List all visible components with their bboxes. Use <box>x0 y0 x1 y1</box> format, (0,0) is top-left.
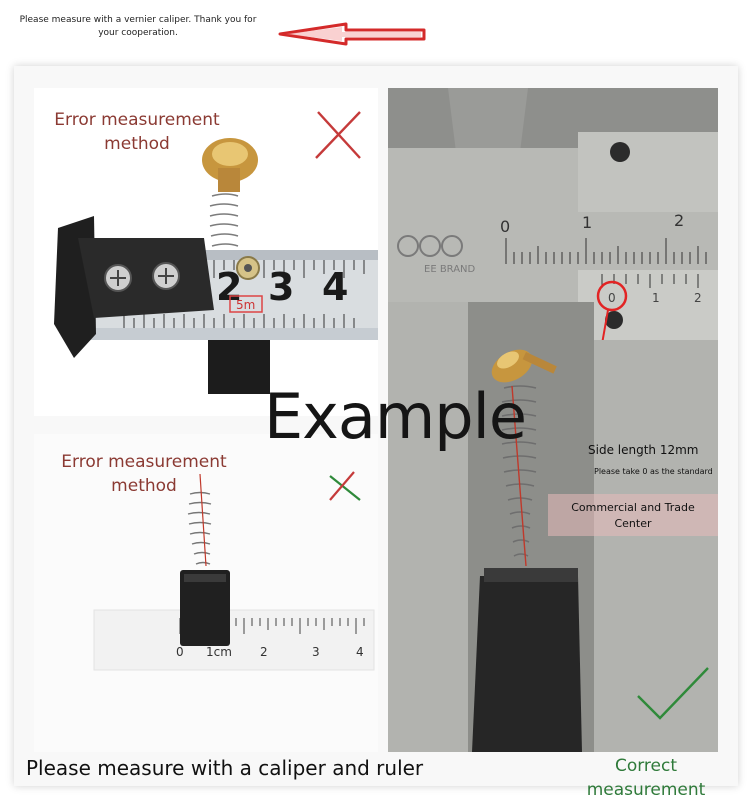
top-note-line1: Please measure with a vernier caliper. T… <box>19 15 257 25</box>
example-title: Example <box>264 380 527 453</box>
caliper-scale-label: 0 <box>500 217 510 236</box>
green-red-x-icon <box>329 471 361 501</box>
bottom-caption: Please measure with a caliper and ruler <box>26 756 424 780</box>
side-length-text: Side length 12mm <box>588 443 699 457</box>
caliper-scale-label: 1 <box>582 213 592 232</box>
ruler-label: 2 <box>260 645 268 659</box>
correct-method-label-line1: Correct measurement <box>586 756 706 800</box>
tape-digit: 3 <box>268 265 294 309</box>
caliper-panel: 0 1 2 EE BRAND 0 1 2 <box>388 88 718 752</box>
red-circle-icon <box>596 280 628 312</box>
top-note: Please measure with a vernier caliper. T… <box>18 14 258 40</box>
ruler-error-label-line2: method <box>111 476 177 496</box>
ruler-label: 1cm <box>206 645 232 659</box>
tape-digit: 4 <box>322 265 348 309</box>
watermark-line1: Commercial and Trade <box>571 501 695 514</box>
red-arrow-icon <box>278 22 426 46</box>
standard-note-text: Please take 0 as the standard <box>594 467 713 476</box>
vernier-scale-label: 1 <box>652 291 660 305</box>
tape-error-label-line1: Error measurement <box>54 110 220 130</box>
red-x-icon <box>315 111 361 159</box>
side-length-annotation: Side length 12mm <box>588 442 708 458</box>
tape-error-label-line2: method <box>104 134 170 154</box>
brand-text: EE BRAND <box>424 264 476 275</box>
ruler-error-label-line1: Error measurement <box>61 452 227 472</box>
green-check-icon <box>637 667 709 720</box>
vernier-scale-label: 0 <box>608 291 616 305</box>
caliper-photo: 0 1 2 EE BRAND 0 1 2 <box>388 88 718 752</box>
correct-method-label: Correct measurement method <box>554 754 738 804</box>
example-card: 2 3 4 5m <box>14 66 738 800</box>
tape-unit: 5m <box>236 298 255 312</box>
ruler-label: 4 <box>356 645 364 659</box>
ruler-error-label: Error measurement method <box>54 450 234 498</box>
watermark-line2: Center <box>614 517 652 530</box>
ruler-label: 0 <box>176 645 184 659</box>
top-note-line2: your cooperation. <box>98 28 178 38</box>
vernier-scale-label: 2 <box>694 291 702 305</box>
tape-measure-panel: 2 3 4 5m <box>34 88 378 416</box>
standard-note: Please take 0 as the standard <box>594 466 718 478</box>
tape-error-label: Error measurement method <box>52 108 222 156</box>
ruler-label: 3 <box>312 645 320 659</box>
tape-measure-photo: 2 3 4 5m <box>54 111 378 394</box>
ruler-photo: 0 1cm 2 3 4 <box>93 471 375 671</box>
brand-logo-icon <box>397 235 463 257</box>
ruler-panel: 0 1cm 2 3 4 Error measu <box>34 434 378 752</box>
caliper-scale-label: 2 <box>674 211 684 230</box>
watermark-text: Commercial and Trade Center <box>552 500 714 532</box>
